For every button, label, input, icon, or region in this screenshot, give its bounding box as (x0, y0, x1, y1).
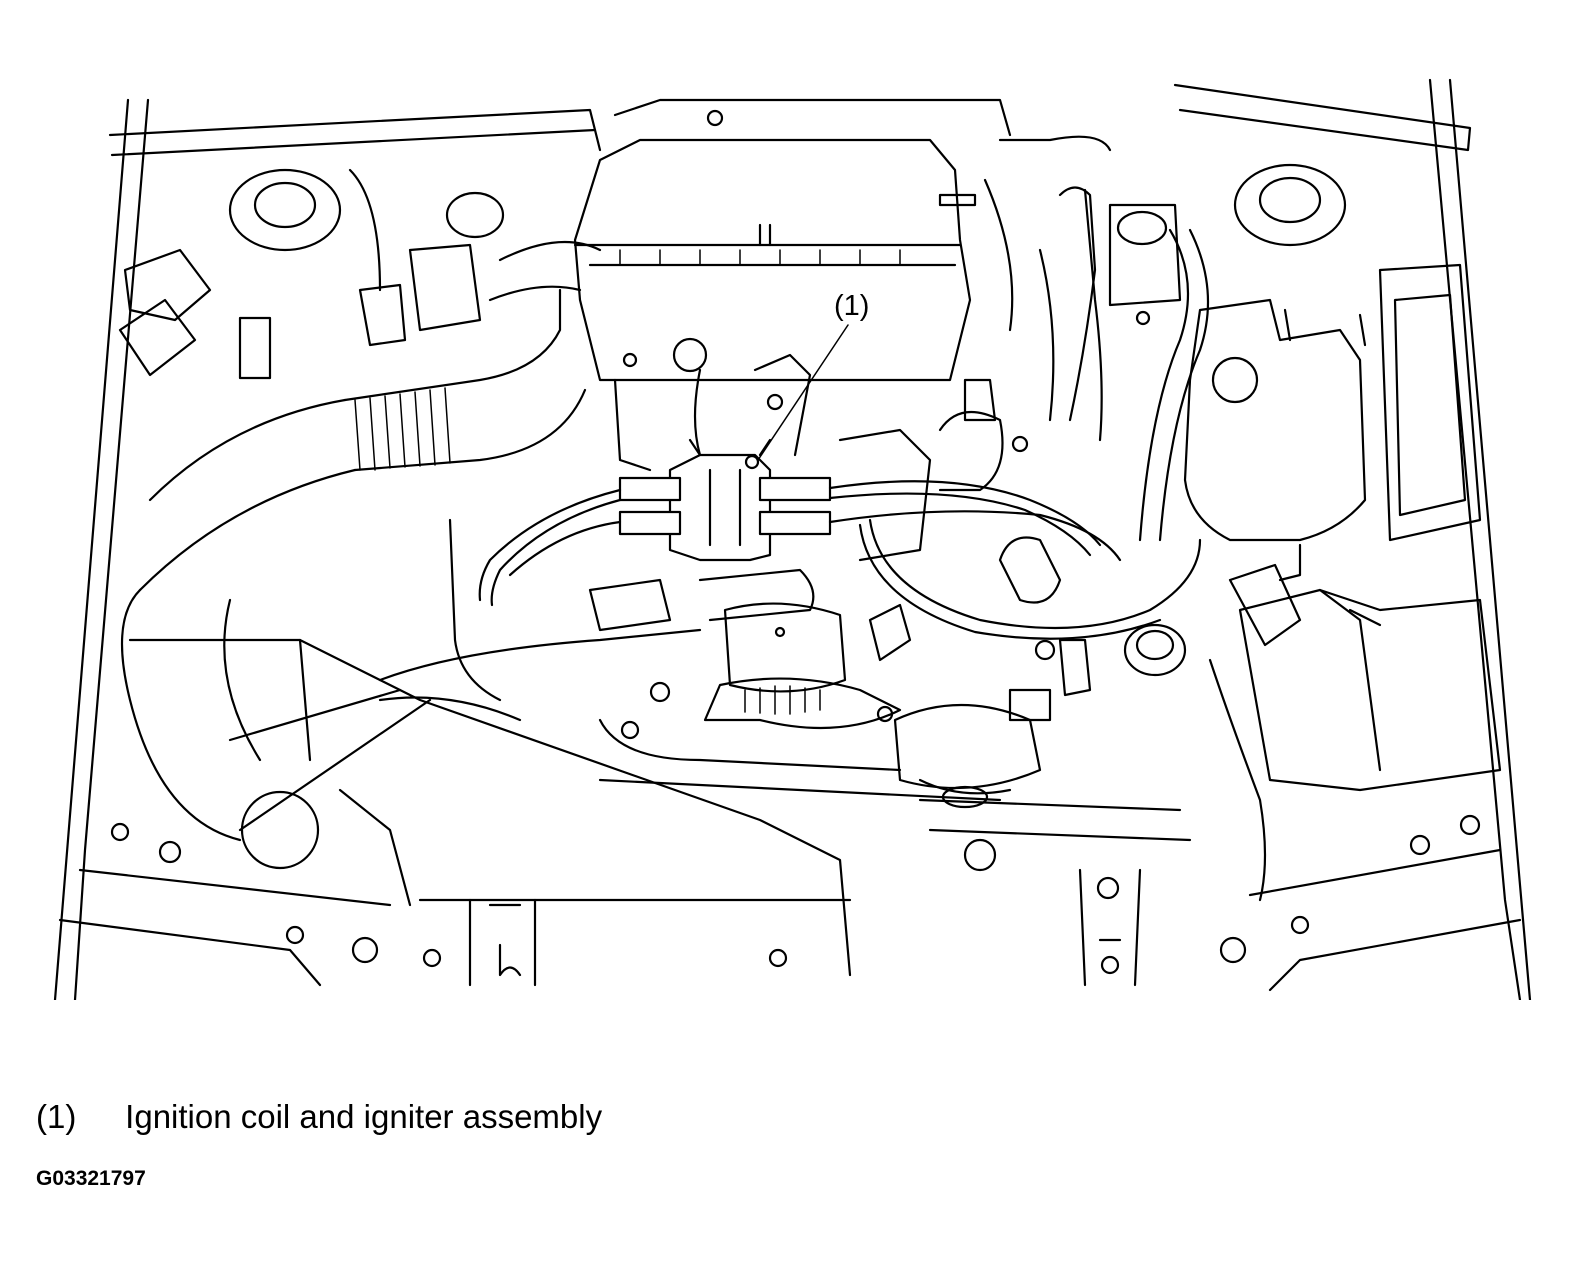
air-cleaner-box (573, 98, 1012, 382)
legend-number: (1) (36, 1098, 77, 1135)
intake-duct (120, 240, 602, 842)
callout-label: (1) (834, 290, 869, 322)
ignition-coil-assembly (618, 438, 832, 562)
left-strut-tower (228, 168, 505, 252)
front-bracket-left (468, 898, 537, 987)
spark-plug-wires (478, 480, 1202, 640)
engine-compartment-illustration: (1) (53, 78, 1532, 1000)
right-strut-tower (1233, 163, 1347, 247)
radiator-cap (1034, 623, 1187, 697)
battery (1208, 563, 1502, 902)
engine-block-center (613, 337, 1029, 562)
lower-wiring (378, 518, 1192, 872)
alternator (649, 602, 902, 730)
front-air-duct (110, 638, 852, 977)
front-bracket-right (1078, 814, 1481, 987)
legend-text: Ignition coil and igniter assembly (125, 1098, 603, 1135)
figure-id: G03321797 (36, 1167, 146, 1190)
upper-hoses (983, 135, 1210, 542)
left-relay-cluster (118, 168, 482, 380)
legend: (1) Ignition coil and igniter assembly (36, 1098, 602, 1136)
coolant-reservoir (1183, 298, 1367, 582)
crank-pulley (598, 603, 1042, 809)
callout-1: (1) (757, 290, 869, 461)
brake-reservoir (1108, 203, 1182, 326)
fuse-box (1378, 263, 1482, 542)
